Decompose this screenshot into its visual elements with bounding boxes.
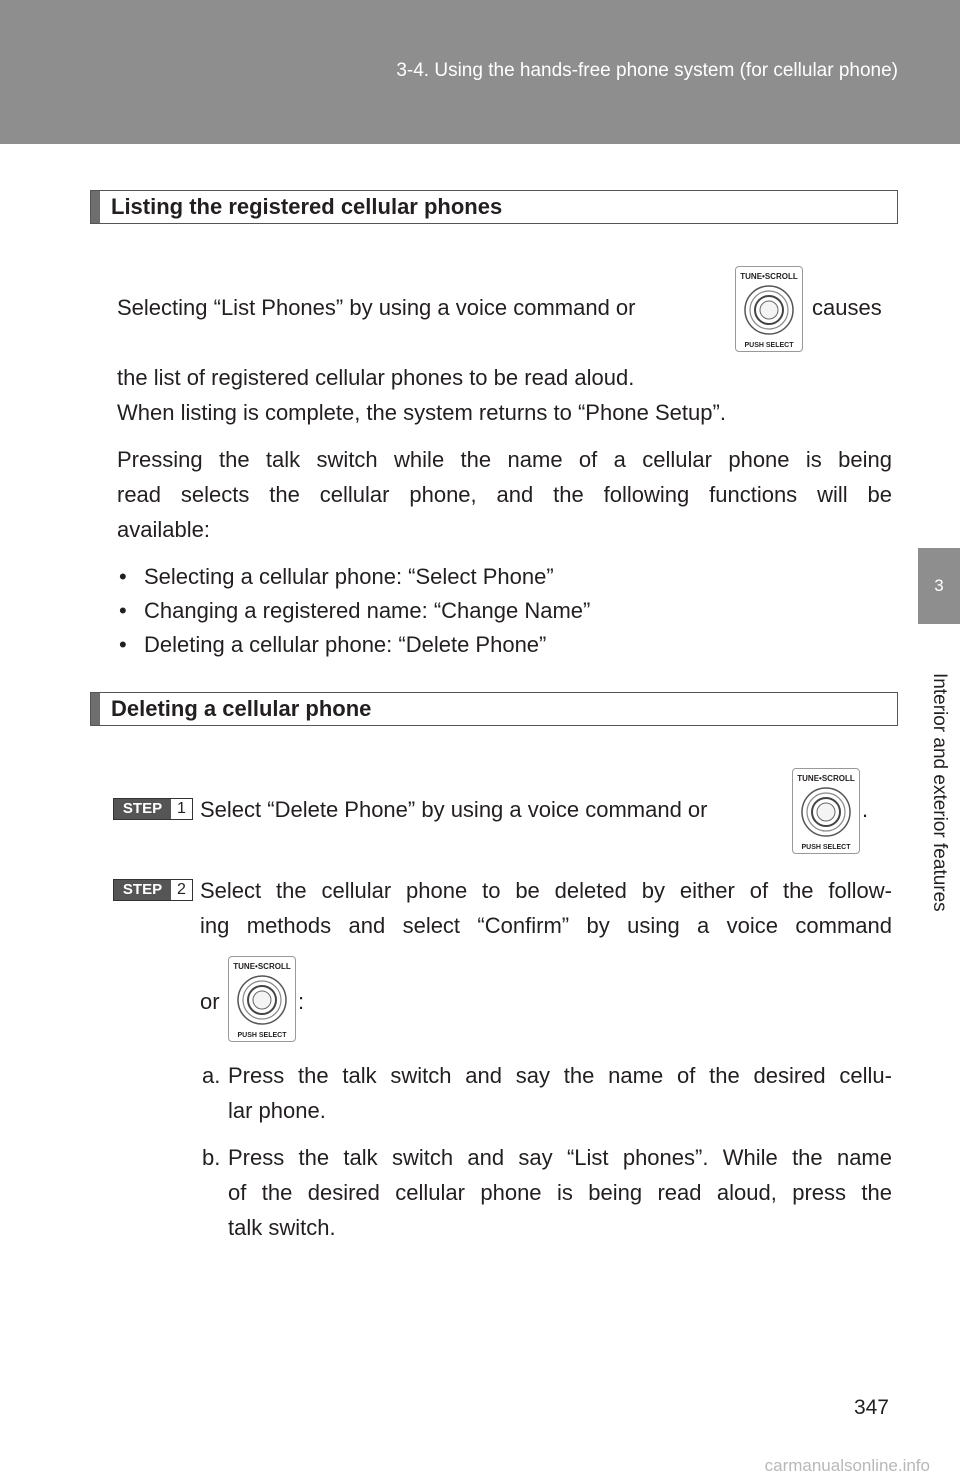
- item-b-marker: b.: [202, 1145, 221, 1170]
- bullet-icon: •: [119, 598, 127, 623]
- section-heading-listing: Listing the registered cellular phones: [90, 190, 898, 224]
- page-header: 3-4. Using the hands-free phone system (…: [0, 0, 960, 144]
- step2-line3-before: or: [200, 989, 220, 1014]
- item-a-line2: lar phone.: [228, 1098, 326, 1123]
- step-label: STEP: [114, 880, 171, 900]
- item-a-line1: Press the talk switch and say the name o…: [228, 1063, 892, 1088]
- bullet-item: Deleting a cellular phone: “Delete Phone…: [144, 632, 547, 657]
- section1-line1-after: causes: [812, 295, 882, 320]
- knob-bottom-text: PUSH SELECT: [237, 1032, 287, 1039]
- item-b-line3: talk switch.: [228, 1215, 336, 1240]
- step-label: STEP: [114, 799, 171, 819]
- section1-line3: When listing is complete, the system ret…: [117, 400, 726, 425]
- bullet-icon: •: [119, 564, 127, 589]
- header-title: 3-4. Using the hands-free phone system (…: [396, 60, 898, 81]
- chapter-label-container: Interior and exterior features: [918, 632, 960, 952]
- knob-top-text: TUNE•SCROLL: [740, 272, 798, 281]
- tune-scroll-knob-icon: TUNE•SCROLL PUSH SELECT: [735, 266, 803, 352]
- chapter-tab: 3: [918, 548, 960, 624]
- knob-bottom-text: PUSH SELECT: [744, 342, 794, 349]
- section1-line1-before: Selecting “List Phones” by using a voice…: [117, 295, 636, 320]
- section-heading-text: Deleting a cellular phone: [111, 696, 372, 721]
- step2-line1: Select the cellular phone to be deleted …: [200, 878, 892, 903]
- chapter-label: Interior and exterior features: [929, 672, 950, 912]
- bullet-icon: •: [119, 632, 127, 657]
- chapter-number: 3: [934, 576, 944, 595]
- section-heading-deleting: Deleting a cellular phone: [90, 692, 898, 726]
- step2-line3-after: :: [298, 989, 305, 1014]
- step-2-badge: STEP 2: [113, 879, 193, 901]
- section1-para2-line2: read selects the cellular phone, and the…: [117, 482, 892, 507]
- page-number: 347: [853, 1396, 889, 1419]
- section1-para2-line3: available:: [117, 517, 210, 542]
- tune-scroll-knob-icon: TUNE•SCROLL PUSH SELECT: [228, 956, 296, 1042]
- knob-top-text: TUNE•SCROLL: [233, 962, 291, 971]
- tune-scroll-knob-icon: TUNE•SCROLL PUSH SELECT: [792, 768, 860, 854]
- step1-text: Select “Delete Phone” by using a voice c…: [200, 797, 708, 822]
- step-number: 1: [177, 800, 186, 817]
- step1-text-after: .: [862, 797, 869, 822]
- step-number: 2: [177, 881, 186, 898]
- bullet-item: Changing a registered name: “Change Name…: [144, 598, 591, 623]
- item-b-line1: Press the talk switch and say “List phon…: [228, 1145, 892, 1170]
- item-b-line2: of the desired cellular phone is being r…: [228, 1180, 892, 1205]
- bullet-item: Selecting a cellular phone: “Select Phon…: [144, 564, 554, 589]
- knob-top-text: TUNE•SCROLL: [797, 774, 855, 783]
- item-a-marker: a.: [202, 1063, 221, 1088]
- step2-line2: ing methods and select “Confirm” by usin…: [200, 913, 892, 938]
- section-heading-text: Listing the registered cellular phones: [111, 194, 503, 219]
- watermark: carmanualsonline.info: [764, 1456, 930, 1475]
- step-1-badge: STEP 1: [113, 798, 193, 820]
- section1-line2: the list of registered cellular phones t…: [117, 365, 635, 390]
- section1-para2-line1: Pressing the talk switch while the name …: [117, 447, 892, 472]
- knob-bottom-text: PUSH SELECT: [801, 844, 851, 851]
